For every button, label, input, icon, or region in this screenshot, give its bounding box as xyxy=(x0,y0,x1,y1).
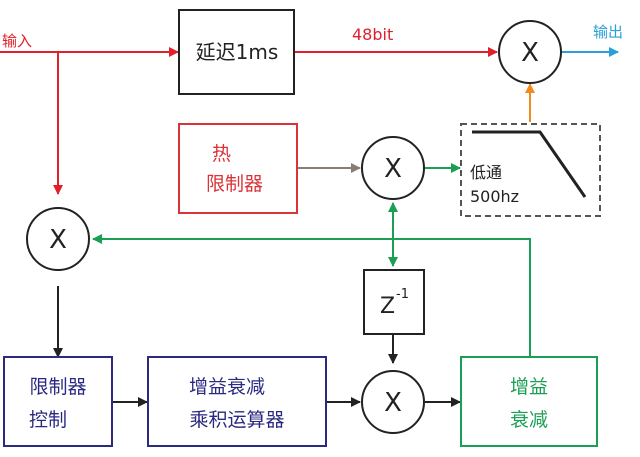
gain-decay-block: 增益 衰减 xyxy=(460,356,598,447)
delay-label: 延迟1ms xyxy=(196,40,279,64)
lowpass-label-line1: 低通 xyxy=(470,163,502,182)
thermal-limiter-block: 热 限制器 xyxy=(178,123,298,214)
gain-product-line1: 增益衰减 xyxy=(189,376,265,398)
bitwidth-label: 48bit xyxy=(352,25,393,44)
output-label: 输出 xyxy=(593,23,623,41)
unit-delay-block: Z -1 xyxy=(363,269,425,335)
middle-multiplier: X xyxy=(361,136,425,200)
left-multiplier: X xyxy=(26,207,90,271)
delay-block: 延迟1ms xyxy=(178,9,295,95)
input-label: 输入 xyxy=(2,32,32,50)
lowpass-response-curve xyxy=(472,130,587,198)
thermal-limiter-line1: 热 xyxy=(212,143,231,165)
left-multiplier-symbol: X xyxy=(49,225,67,255)
lowpass-filter-block: 低通 500hz xyxy=(460,123,601,217)
feedback-line xyxy=(92,234,531,356)
gain-product-line2: 乘积运算器 xyxy=(189,409,284,431)
middle-multiplier-symbol: X xyxy=(384,154,402,184)
limiter-control-line2: 控制 xyxy=(29,409,67,431)
gain-decay-line1: 增益 xyxy=(510,376,548,398)
bottom-multiplier-symbol: X xyxy=(384,388,402,418)
top-multiplier: X xyxy=(498,20,562,84)
unit-delay-exponent: -1 xyxy=(396,287,409,302)
bottom-multiplier: X xyxy=(361,370,425,434)
lowpass-label-line2: 500hz xyxy=(470,187,519,206)
top-multiplier-symbol: X xyxy=(521,38,539,68)
unit-delay-base: Z xyxy=(380,294,395,319)
thermal-limiter-line2: 限制器 xyxy=(206,173,263,195)
limiter-control-line1: 限制器 xyxy=(29,376,86,398)
gain-decay-line2: 衰减 xyxy=(510,409,548,431)
gain-product-block: 增益衰减 乘积运算器 xyxy=(147,356,327,447)
limiter-control-block: 限制器 控制 xyxy=(3,356,113,447)
